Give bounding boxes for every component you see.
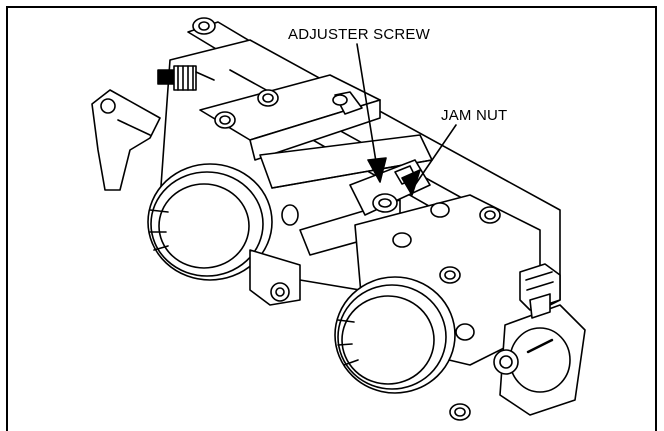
left-lever-bracket	[91, 89, 161, 191]
left-lower-bracket	[249, 249, 301, 306]
left-throttle-bore	[147, 163, 273, 281]
left-stud	[157, 65, 215, 91]
adjuster-screw-callout: ADJUSTER SCREW	[288, 26, 430, 43]
adjuster-screw-leader	[356, 43, 387, 183]
sensor-connector	[519, 263, 561, 319]
jam-nut-leader	[401, 124, 457, 196]
jam-nut-callout: JAM NUT	[441, 107, 508, 124]
throttle-position-sensor	[493, 304, 586, 416]
front-cross-tube	[199, 74, 381, 161]
